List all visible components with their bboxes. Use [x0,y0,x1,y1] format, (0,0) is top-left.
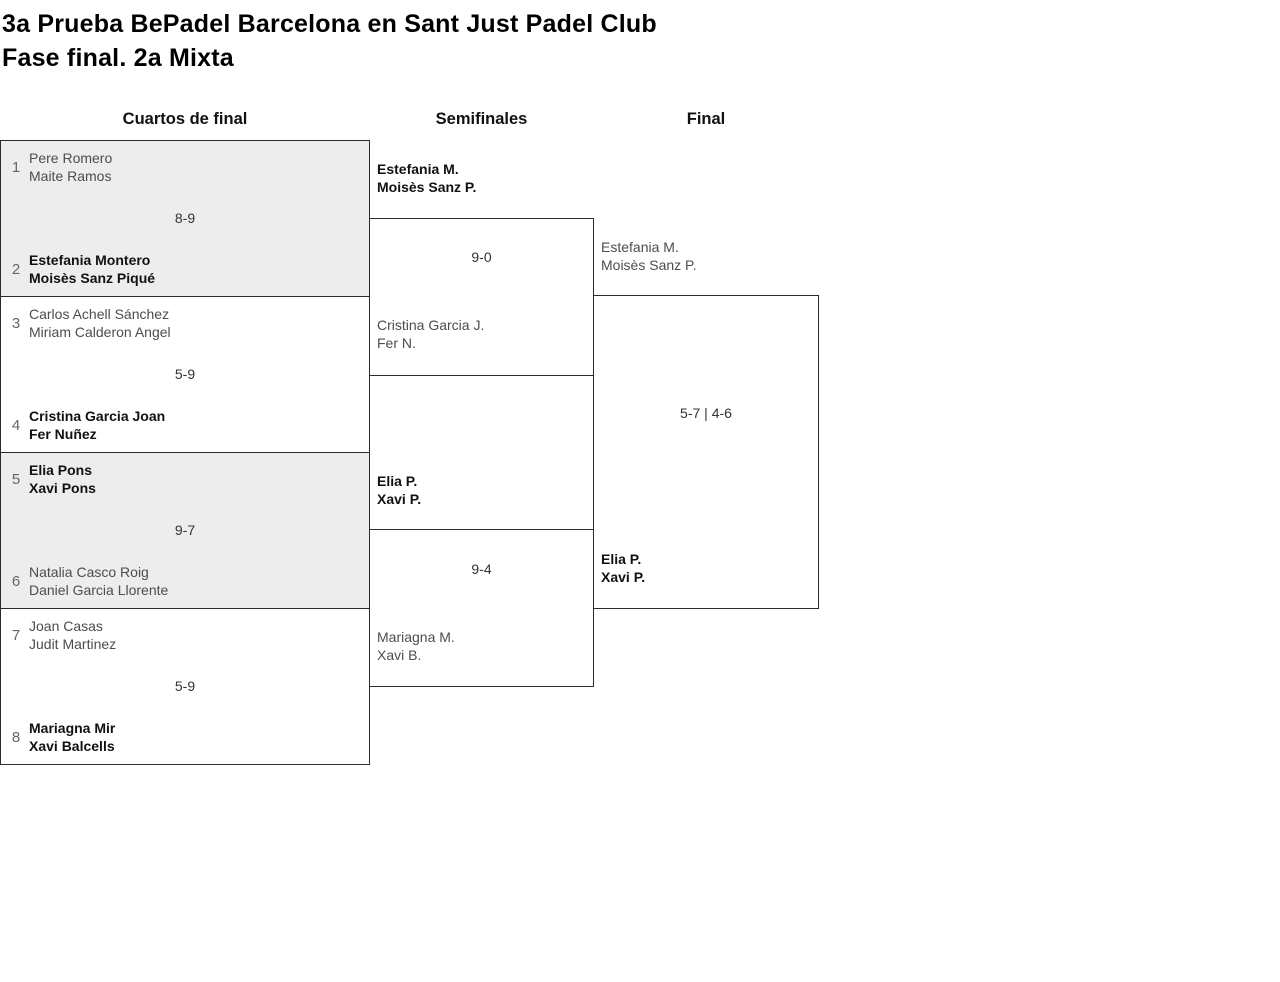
match-score: 5-7 | 4-6 [680,405,732,421]
match-quarterfinal-2: 3 Carlos Achell Sánchez Miriam Calderon … [0,296,370,453]
team-names: Estefania Montero Moisès Sanz Piqué [29,251,155,287]
team-names: Estefania M. Moisès Sanz P. [601,238,696,274]
match-quarterfinal-3: 5 Elia Pons Xavi Pons 9-7 6 Natalia Casc… [0,452,370,609]
match-score: 9-0 [471,249,492,265]
team-names: Elia P. Xavi P. [601,550,645,586]
team-names: Cristina Garcia Joan Fer Nuñez [29,407,165,443]
team-row: 5 Elia Pons Xavi Pons [1,461,369,497]
player-name: Maite Ramos [29,168,112,184]
team-row: 2 Estefania Montero Moisès Sanz Piqué [1,251,369,287]
player-name: Fer N. [377,335,416,351]
match-score: 9-7 [174,522,196,538]
team-names: Pere Romero Maite Ramos [29,149,112,185]
team-names: Estefania M. Moisès Sanz P. [377,160,476,196]
team-names: Joan Casas Judit Martinez [29,617,116,653]
player-name: Moisès Sanz P. [377,179,477,195]
match-score: 5-9 [174,678,196,694]
round-header-semifinales: Semifinales [435,110,528,128]
seed-number: 4 [11,416,21,434]
seed-number: 6 [11,572,21,590]
player-name: Moisès Sanz Piqué [29,270,156,286]
team-row: 4 Cristina Garcia Joan Fer Nuñez [1,407,369,443]
team-row: 7 Joan Casas Judit Martinez [1,617,369,653]
player-name: Cristina Garcia Joan [29,408,166,424]
team-row: 8 Mariagna Mir Xavi Balcells [1,719,369,755]
player-name: Estefania Montero [29,252,151,268]
round-header-final: Final [686,110,726,128]
player-name: Miriam Calderon Angel [29,324,171,340]
seed-number: 7 [11,626,21,644]
match-score: 8-9 [174,210,196,226]
player-name: Estefania M. [601,239,679,255]
match-quarterfinal-1: 1 Pere Romero Maite Ramos 8-9 2 Estefani… [0,140,370,297]
team-names: Mariagna M. Xavi B. [377,628,455,664]
team-names: Carlos Achell Sánchez Miriam Calderon An… [29,305,171,341]
seed-number: 3 [11,314,21,332]
player-name: Fer Nuñez [29,426,97,442]
team-names: Mariagna Mir Xavi Balcells [29,719,115,755]
seed-number: 5 [11,470,21,488]
player-name: Mariagna M. [377,629,455,645]
team-row: 1 Pere Romero Maite Ramos [1,149,369,185]
match-score: 5-9 [174,366,196,382]
page-title: 3a Prueba BePadel Barcelona en Sant Just… [2,10,657,38]
team-names: Elia P. Xavi P. [377,472,421,508]
player-name: Xavi P. [377,491,422,507]
team-names: Elia Pons Xavi Pons [29,461,96,497]
seed-number: 2 [11,260,21,278]
match-score: 9-4 [471,561,492,577]
seed-number: 1 [11,158,21,176]
player-name: Daniel Garcia Llorente [29,582,169,598]
player-name: Pere Romero [29,150,113,166]
team-names: Natalia Casco Roig Daniel Garcia Llorent… [29,563,168,599]
player-name: Joan Casas [29,618,103,634]
team-row: 6 Natalia Casco Roig Daniel Garcia Llore… [1,563,369,599]
team-row: 3 Carlos Achell Sánchez Miriam Calderon … [1,305,369,341]
player-name: Judit Martinez [29,636,117,652]
player-name: Cristina Garcia J. [377,317,485,333]
player-name: Natalia Casco Roig [29,564,149,580]
player-name: Elia P. [601,551,642,567]
player-name: Moisès Sanz P. [601,257,697,273]
player-name: Xavi B. [377,647,422,663]
page-subtitle: Fase final. 2a Mixta [2,44,234,72]
match-final [593,295,819,609]
seed-number: 8 [11,728,21,746]
player-name: Xavi P. [601,569,646,585]
player-name: Estefania M. [377,161,459,177]
player-name: Xavi Pons [29,480,96,496]
match-quarterfinal-4: 7 Joan Casas Judit Martinez 5-9 8 Mariag… [0,608,370,765]
player-name: Carlos Achell Sánchez [29,306,170,322]
player-name: Elia Pons [29,462,93,478]
player-name: Xavi Balcells [29,738,115,754]
match-semifinal-1 [369,218,594,376]
team-names: Cristina Garcia J. Fer N. [377,316,484,352]
player-name: Mariagna Mir [29,720,116,736]
player-name: Elia P. [377,473,418,489]
round-header-cuartos-de-final: Cuartos de final [122,110,248,128]
